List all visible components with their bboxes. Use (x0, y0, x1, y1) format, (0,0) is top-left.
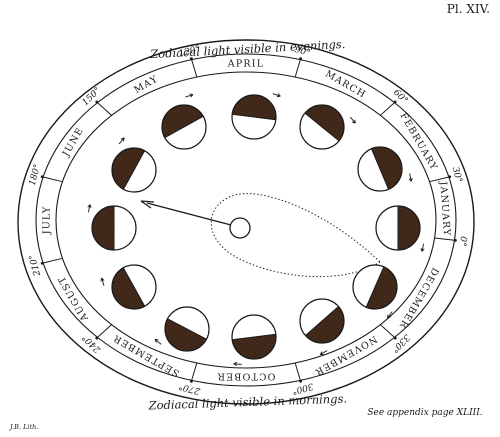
degree-dot (40, 261, 44, 265)
night-hemisphere (371, 147, 402, 190)
night-hemisphere (92, 206, 114, 250)
night-hemisphere (366, 266, 397, 309)
orbit-arrow-head (154, 338, 159, 343)
month-dividers (43, 59, 455, 381)
degree-dot (95, 336, 99, 340)
degree-dot (189, 379, 193, 383)
month-divider (191, 362, 198, 381)
earth-disc (231, 94, 277, 140)
earth-disc (375, 205, 421, 251)
month-divider (191, 59, 198, 78)
orbit-arrow-head (100, 277, 105, 282)
month-label-may: MAY (132, 73, 160, 96)
earth-disc (299, 298, 345, 344)
orbit-arrow (319, 350, 328, 355)
earth-disc (299, 104, 345, 150)
month-label-july: JULY (41, 206, 52, 236)
month-divider (43, 176, 63, 183)
degree-dot (189, 57, 193, 61)
month-divider (429, 176, 449, 183)
degree-label: 30° (450, 166, 464, 184)
orbit-arrow-head (387, 314, 391, 319)
month-divider (380, 324, 395, 338)
night-hemisphere (162, 105, 204, 138)
month-label-june: JUNE (60, 125, 86, 159)
orbit-arrow-head (189, 93, 194, 98)
month-label-december: DECEMBER (396, 265, 440, 330)
month-band-inner (55, 71, 437, 369)
orbit-arrow (349, 116, 356, 124)
direction-arrow-shaft (146, 202, 232, 226)
earth-disc (111, 264, 157, 310)
degree-dot (299, 57, 303, 61)
orbit-arrow (272, 93, 281, 97)
degree-label: 90° (293, 45, 311, 59)
degree-dot (40, 175, 44, 179)
month-label-january: JANUARY (437, 180, 452, 237)
month-label-february: FEBRUARY (398, 111, 440, 173)
degree-label: 270° (178, 380, 203, 396)
night-hemisphere (165, 318, 207, 351)
month-divider (294, 59, 301, 78)
month-divider (97, 324, 112, 338)
orbit-arrow (387, 311, 393, 319)
orbit-arrow (101, 277, 105, 286)
night-hemisphere (398, 206, 420, 250)
orbit-arrow-head (276, 93, 281, 98)
orbit-arrow-head (408, 177, 413, 182)
appendix-note: See appendix page XLIII. (367, 408, 482, 418)
night-hemisphere (112, 148, 145, 190)
lithographer-credit: J.B. Lith. (8, 423, 38, 431)
orbit-arrow (154, 338, 162, 345)
outer-ring (17, 39, 475, 405)
month-label-october: OCTOBER (217, 371, 276, 382)
zodiac-ring (17, 39, 475, 405)
orbit-arrow-head (351, 119, 356, 124)
earth-disc (352, 264, 398, 310)
earth-phase-discs (87, 93, 425, 367)
orbit-arrow (87, 204, 91, 213)
orbit-arrow-head (233, 361, 238, 367)
month-divider (380, 102, 395, 116)
night-hemisphere (232, 334, 276, 359)
month-label-april: APRIL (227, 58, 264, 69)
night-hemisphere (232, 94, 277, 120)
orbit-arrow (409, 173, 412, 182)
degree-dot (95, 100, 99, 104)
degree-dot (393, 100, 397, 104)
orbit-arrow-head (319, 351, 324, 355)
orbit-arrow (421, 243, 425, 252)
plate-number: Pl. XIV. (447, 2, 490, 16)
degree-dot (448, 175, 452, 179)
month-divider (97, 102, 112, 116)
orbit-arrow (118, 137, 125, 145)
degree-dot (454, 238, 457, 242)
caption-mornings: Zodiacal light visible in mornings. (147, 392, 347, 413)
degree-dot (393, 336, 397, 340)
earth-disc (161, 104, 207, 150)
orbit-arrow-head (87, 204, 92, 208)
orbit-arrow-head (420, 248, 425, 252)
orbit-arrow (233, 363, 242, 365)
earth-disc (164, 306, 210, 352)
earth-disc (91, 205, 137, 251)
degree-label: 0° (457, 236, 468, 247)
direction-arrow-head (140, 200, 155, 209)
month-divider (434, 237, 455, 241)
degree-dot (299, 379, 303, 383)
orbit-arrow-head (120, 137, 125, 142)
earth-disc (111, 147, 157, 193)
month-divider (43, 257, 63, 264)
month-divider (294, 362, 301, 381)
earth-disc (357, 146, 403, 192)
earth-disc (231, 314, 277, 360)
sun (229, 217, 251, 239)
month-band-outer (35, 53, 457, 387)
orbit-arrow (185, 94, 194, 98)
sun-and-light (140, 193, 381, 278)
night-hemisphere (112, 267, 145, 309)
night-hemisphere (305, 306, 344, 343)
night-hemisphere (304, 105, 344, 141)
